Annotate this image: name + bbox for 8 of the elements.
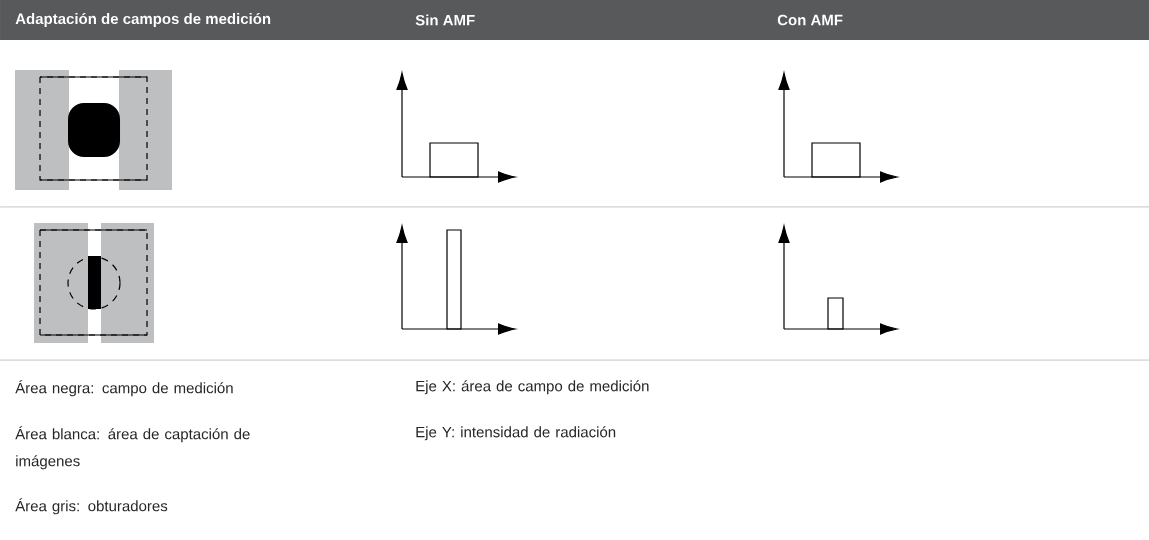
column-header: Sin AMF — [415, 14, 475, 26]
column-header: Con AMF — [777, 14, 843, 26]
note-text: Eje Y: intensidad de radiación — [416, 426, 616, 441]
note-text: Área blanca: área de captación de imágenes — [15, 426, 250, 470]
note-text: Eje X: área de campo de medición — [416, 380, 649, 395]
note-text: Área gris: obturadores — [15, 498, 168, 515]
note-text: Área negra: campo de medición — [15, 380, 233, 397]
column-header: Adaptación de campos de medición — [15, 12, 271, 28]
